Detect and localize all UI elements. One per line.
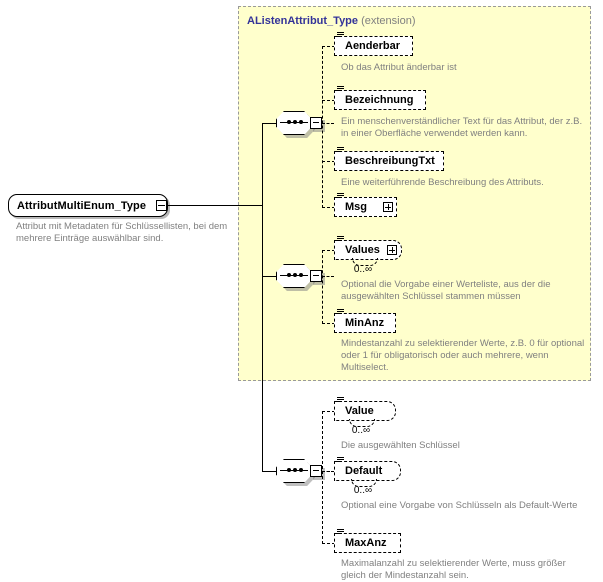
attribute-icon [337, 309, 344, 317]
attribute-icon [337, 147, 344, 155]
element-box-bezeichnung[interactable]: Bezeichnung [334, 86, 428, 112]
element-box-default[interactable]: Default [334, 457, 403, 483]
extension-panel-title: AListenAttribut_Type (extension) [247, 15, 416, 27]
sequence-dot [293, 273, 297, 277]
sequence-compositor-3[interactable] [276, 459, 325, 486]
branch-bus-1 [322, 46, 323, 208]
attribute-icon [337, 529, 344, 537]
minus-icon[interactable] [156, 200, 167, 211]
element-box-aenderbar[interactable]: Aenderbar [334, 32, 415, 58]
branch-bus-3 [322, 411, 323, 544]
element-label: MinAnz [345, 317, 385, 329]
plus-icon[interactable] [387, 245, 397, 255]
extension-type-name: AListenAttribut_Type [247, 15, 359, 27]
minus-icon[interactable] [310, 117, 322, 129]
connector-branch-aenderbar [322, 46, 335, 47]
element-box-msg[interactable]: Msg [334, 193, 399, 219]
connector-branch-default [322, 471, 335, 472]
sequence-dot [299, 273, 303, 277]
sequence-dot [287, 468, 291, 472]
element-box-beschreibungtxt[interactable]: BeschreibungTxt [334, 147, 446, 173]
sequence-compositor-1[interactable] [276, 111, 325, 138]
minus-icon[interactable] [310, 465, 322, 477]
element-documentation-beschreibungtxt: Eine weiterführende Beschreibung des Att… [341, 177, 544, 188]
connector-trunk-vertical [262, 205, 263, 472]
element-documentation-minanz: Mindestanzahl zu selektierender Werte, z… [341, 338, 585, 373]
sequence-icon [276, 264, 312, 288]
cardinality-values: 0..∞ [353, 264, 373, 275]
element-documentation-values: Optional die Vorgabe einer Werteliste, a… [341, 279, 551, 302]
element-documentation-aenderbar: Ob das Attribut änderbar ist [341, 62, 457, 73]
sequence-dot [287, 273, 291, 277]
attribute-icon [337, 397, 344, 405]
attribute-icon [337, 193, 344, 201]
sequence-dot [293, 468, 297, 472]
root-type-documentation: Attribut mit Metadaten für Schlüssellist… [16, 221, 228, 244]
connector-seq2-bus [322, 276, 334, 277]
connector-trunk-seq3 [262, 471, 276, 472]
attribute-icon [337, 236, 344, 244]
root-type-name: AttributMultiEnum_Type [17, 199, 147, 212]
plus-icon[interactable] [383, 202, 393, 212]
element-label: Default [345, 465, 383, 477]
element-documentation-maxanz: Maximalanzahl zu selektierender Werte, m… [341, 558, 566, 581]
minus-icon[interactable] [310, 270, 322, 282]
connector-trunk-seq1 [262, 123, 276, 124]
element-label: MaxAnz [345, 537, 387, 549]
connector-root-trunk [168, 205, 263, 206]
extension-panel [238, 6, 591, 381]
element-documentation-default: Optional eine Vorgabe von Schlüsseln als… [341, 500, 578, 511]
cardinality-value: 0..∞ [351, 425, 371, 436]
element-box-minanz[interactable]: MinAnz [334, 309, 398, 335]
connector-branch-bezeichnung [322, 100, 335, 101]
element-label: BeschreibungTxt [345, 155, 435, 167]
connector-branch-maxanz [322, 543, 335, 544]
connector-branch-msg [322, 207, 335, 208]
element-label: Value [345, 405, 374, 417]
element-documentation-value: Die ausgewählten Schlüssel [341, 440, 460, 451]
branch-bus-2 [322, 250, 323, 324]
connector-trunk-seq2 [262, 276, 276, 277]
element-label: Aenderbar [345, 40, 401, 52]
element-label: Msg [345, 201, 367, 213]
element-label: Bezeichnung [345, 94, 414, 106]
sequence-dot [287, 120, 291, 124]
extension-kind-label: (extension) [361, 15, 416, 27]
connector-branch-minanz [322, 323, 335, 324]
connector-branch-values [322, 250, 335, 251]
sequence-compositor-2[interactable] [276, 264, 325, 291]
sequence-dot [299, 468, 303, 472]
element-box-value[interactable]: Value [334, 397, 398, 423]
attribute-icon [337, 86, 344, 94]
connector-seq1-bus [322, 123, 334, 124]
connector-branch-value [322, 411, 335, 412]
attribute-icon [337, 457, 344, 465]
sequence-dot [293, 120, 297, 124]
cardinality-default: 0..∞ [353, 485, 373, 496]
element-documentation-bezeichnung: Ein menschenverständlicher Text für das … [341, 116, 583, 139]
attribute-icon [337, 32, 344, 40]
element-box-maxanz[interactable]: MaxAnz [334, 529, 403, 555]
connector-branch-beschreibungtxt [322, 161, 335, 162]
element-label: Values [345, 244, 380, 256]
root-type-box[interactable]: AttributMultiEnum_Type [8, 194, 168, 217]
sequence-dot [299, 120, 303, 124]
connector-trunk-upper [262, 123, 263, 206]
